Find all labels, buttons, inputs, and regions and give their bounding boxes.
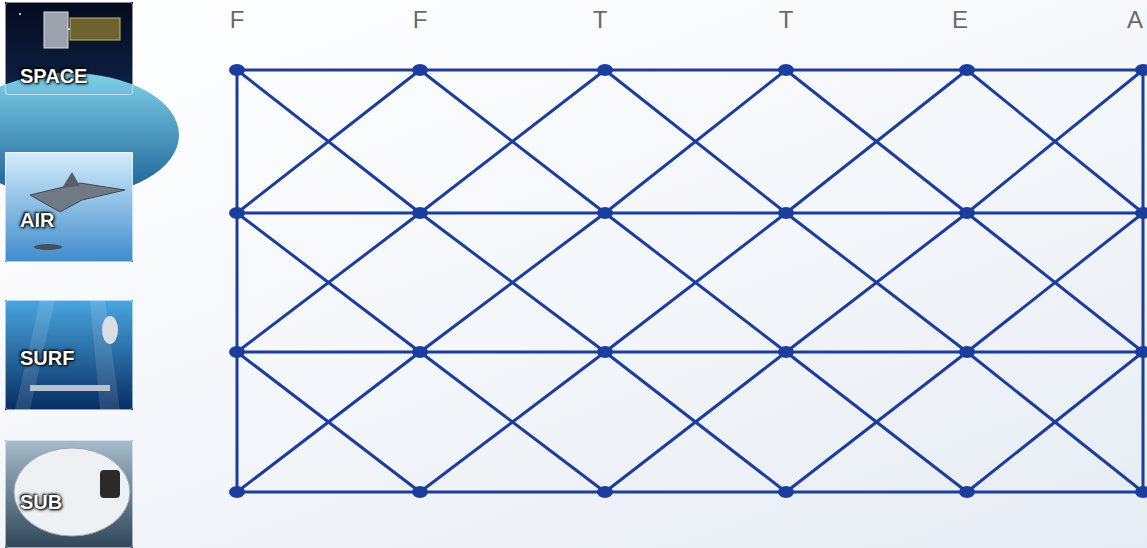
link-line: [237, 352, 1143, 492]
link-line: [237, 70, 1143, 213]
domain-label: SURF: [20, 347, 74, 369]
dot: [959, 64, 975, 76]
buoy: [102, 316, 118, 344]
lattice: [237, 70, 1143, 492]
surf-tile: [5, 300, 133, 410]
solar-panel: [70, 18, 120, 40]
column-letter: F: [230, 8, 245, 32]
dot: [1135, 207, 1147, 219]
tile-ground: [5, 152, 133, 262]
dot: [959, 486, 975, 498]
icon-tile: AIR: [5, 152, 133, 262]
column-letter: E: [952, 8, 968, 32]
domain-label: SUB: [20, 491, 62, 513]
column-letter: T: [593, 8, 608, 32]
tile-ground: [5, 300, 133, 410]
dot: [412, 207, 428, 219]
dot: [1135, 64, 1147, 76]
dot: [778, 207, 794, 219]
capsule: [14, 448, 130, 536]
icon-tile: SPACE: [5, 2, 133, 95]
link-line: [236, 70, 239, 492]
vehicle: [30, 385, 110, 391]
dot: [412, 346, 428, 358]
jet-tail: [62, 172, 80, 188]
strut: [68, 28, 70, 30]
link-line: [237, 212, 1143, 215]
link-line: [237, 213, 1143, 352]
tile-ground: [5, 440, 133, 548]
air-tile: [5, 152, 133, 262]
light-ray: [90, 300, 120, 410]
dot: [778, 64, 794, 76]
dot: [597, 207, 613, 219]
link-line: [237, 69, 1143, 72]
link-line: [237, 491, 1143, 494]
dot: [412, 64, 428, 76]
dot: [1135, 346, 1147, 358]
dot: [597, 346, 613, 358]
dot: [597, 486, 613, 498]
dot: [597, 64, 613, 76]
domain-label: SPACE: [20, 65, 87, 87]
icon-tile: SURF: [5, 300, 133, 410]
dot: [959, 207, 975, 219]
domain-label: AIR: [20, 209, 54, 231]
dot: [229, 346, 245, 358]
missile: [34, 244, 62, 250]
dot: [959, 346, 975, 358]
dot: [412, 486, 428, 498]
dot: [229, 64, 245, 76]
jet: [30, 183, 125, 212]
lattice-dots: [229, 64, 1147, 498]
link-line: [237, 70, 1143, 213]
icon-tile: SUB: [5, 440, 133, 548]
dot: [778, 486, 794, 498]
column-letter: F: [413, 8, 428, 32]
dot: [229, 486, 245, 498]
link-line: [1142, 70, 1145, 492]
hatch: [100, 470, 120, 498]
link-line: [237, 352, 1143, 492]
link-line: [237, 213, 1143, 352]
dot: [1135, 486, 1147, 498]
dot: [229, 207, 245, 219]
satellite-body: [44, 12, 68, 48]
dot: [778, 346, 794, 358]
link-line: [237, 351, 1143, 354]
sub-tile: [5, 440, 133, 548]
column-letter: A: [1127, 8, 1143, 32]
column-letter: T: [779, 8, 794, 32]
star: [19, 13, 21, 15]
